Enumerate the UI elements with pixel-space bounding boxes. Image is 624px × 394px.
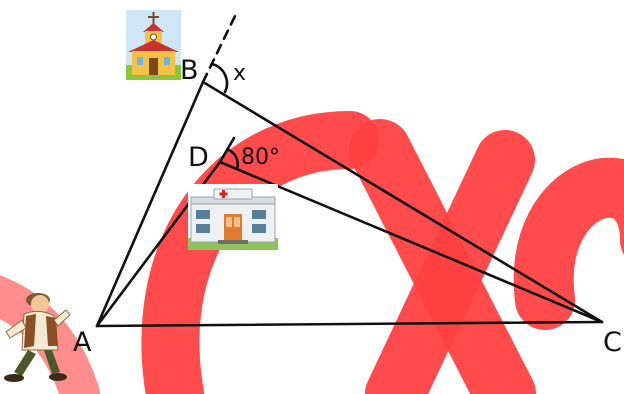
watermark — [0, 111, 624, 394]
angle-arc-d — [227, 148, 239, 171]
segment-bc — [201, 80, 604, 324]
segment-dc — [218, 160, 604, 324]
angle-arc-b — [210, 62, 229, 94]
angle-label-d: 80° — [241, 145, 280, 170]
segment-ab — [95, 80, 205, 328]
angle-label-x: x — [233, 61, 246, 86]
point-label-b: B — [180, 55, 199, 86]
watermark-stroke-4 — [513, 157, 624, 330]
segment-ac — [95, 320, 604, 328]
running-person-icon — [4, 293, 71, 382]
watermark-stroke-3 — [365, 130, 535, 394]
point-label-d: D — [188, 142, 209, 173]
point-label-a: A — [73, 327, 92, 358]
extension-ad — [218, 136, 236, 164]
extension-ab-dashed — [201, 12, 238, 84]
point-label-c: C — [603, 327, 622, 358]
church-icon — [126, 10, 181, 80]
geometry-lines — [95, 12, 604, 328]
hospital-icon — [188, 184, 278, 250]
